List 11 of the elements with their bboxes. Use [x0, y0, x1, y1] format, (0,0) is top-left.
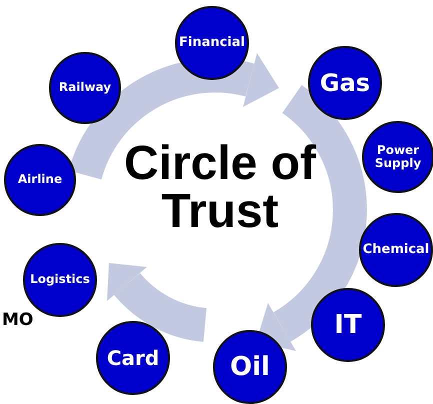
sector-label: Gas [320, 70, 370, 96]
sector-label: Card [106, 347, 160, 369]
sector-label: Logistics [30, 273, 90, 287]
sector-label: Oil [230, 352, 270, 382]
sector-label: Airline [18, 173, 62, 187]
sector-label: IT [334, 310, 362, 340]
sector-label: Power Supply [374, 144, 422, 170]
partial-text: MO [2, 310, 34, 330]
sector-label: Financial [178, 36, 245, 50]
sector-label: Railway [58, 81, 112, 95]
sector-label: Chemical [362, 242, 430, 258]
